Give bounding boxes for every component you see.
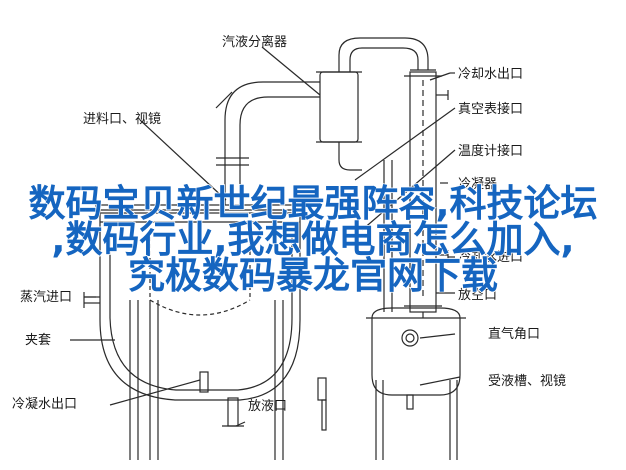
label-steam-inlet: 蒸汽进口 xyxy=(20,290,72,305)
overlay-line-1: 数码宝贝新世纪最强阵容,科技论坛 xyxy=(28,182,599,225)
receiver-sight-glass xyxy=(401,329,419,347)
label-jacket: 夹套 xyxy=(25,332,51,348)
vessel-top-flange xyxy=(95,204,305,214)
vapor-pipe xyxy=(224,81,320,205)
label-vacuum-gauge-port: 真空表接口 xyxy=(458,101,523,117)
label-condenser: 冷凝器 xyxy=(458,176,497,192)
label-drain: 放液口 xyxy=(248,399,287,414)
overlay-line-3: 究极数码暴龙官网下载 xyxy=(127,254,499,297)
drain-nozzle xyxy=(227,397,239,427)
vessel-jacket xyxy=(109,235,293,391)
label-feed-inlet-sight: 进料口、视镜 xyxy=(83,112,161,127)
label-evaporator-separator: 汽液分离器 xyxy=(222,34,287,50)
receiver-tank xyxy=(371,307,461,396)
overlay-line-2: ,数码行业,我想做电商怎么加入, xyxy=(51,218,576,261)
label-thermometer-port: 温度计接口 xyxy=(458,143,523,159)
label-vent: 放空口 xyxy=(458,288,497,303)
separator-to-condenser xyxy=(338,37,429,72)
label-cooling-water-outlet: 冷却水出口 xyxy=(458,67,523,82)
label-cooling-water-outlet-left: 冷凝水出口 xyxy=(12,396,77,412)
label-direct-gas-port: 直气角口 xyxy=(488,326,540,342)
label-receiver-sight: 受液槽、视镜 xyxy=(488,374,566,389)
separator-body xyxy=(319,71,359,143)
label-cooling-water-inlet-right: 冷却水进口 xyxy=(458,250,523,265)
vessel-body xyxy=(99,209,301,401)
